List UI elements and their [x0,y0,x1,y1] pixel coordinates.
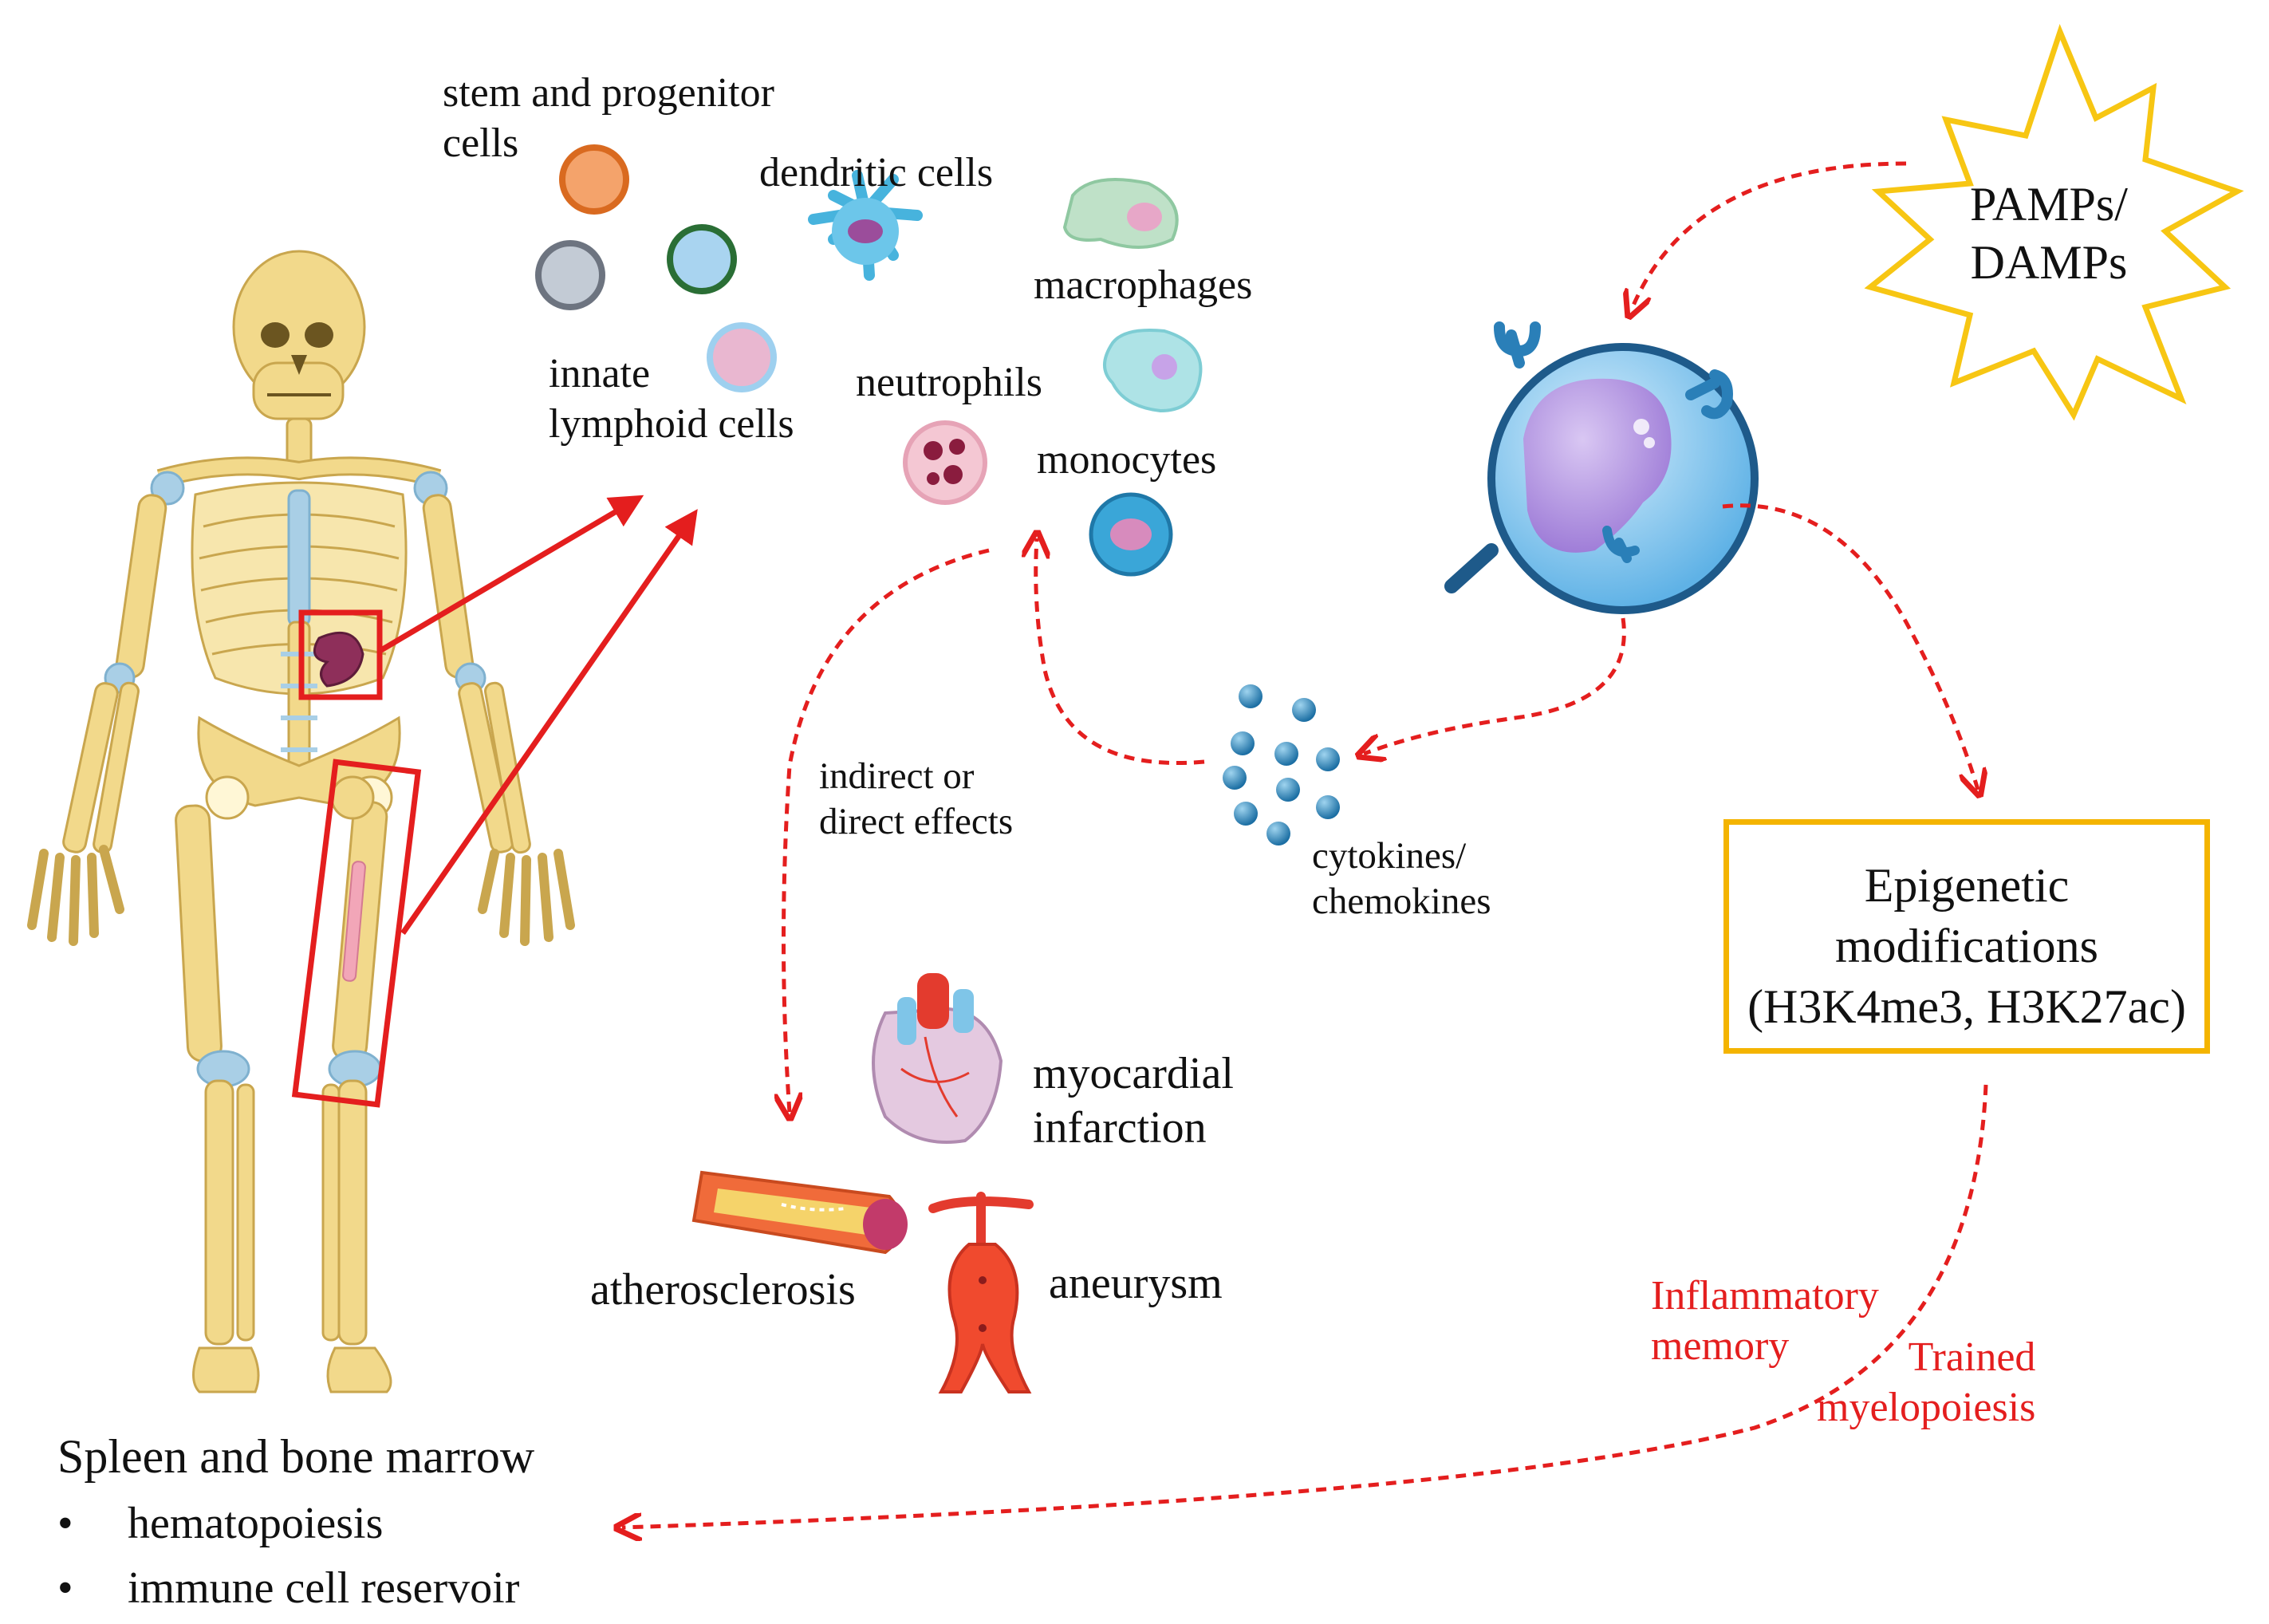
spleen-to-cells-arrow [380,495,644,653]
label-stem-progenitor-cells: stem and progenitor cells [443,70,774,167]
label-macrophages: macrophages [1034,262,1253,308]
label-myocardial-infarction: myocardial infarction [1033,1049,1234,1153]
cell-stem-progenitor-gray [535,240,605,310]
cell-stem-progenitor-orange [559,144,629,215]
cell-innate-lymphoid [707,322,777,392]
label-innate-lymphoid-cells: innate lymphoid cells [549,351,794,447]
label-indirect-direct-effects: indirect or direct effects [819,755,1014,843]
cytokine-beads [1223,684,1340,846]
cell-to-cytokines-arrow [1364,617,1626,754]
label-cytokines-chemokines: cytokines/ chemokines [1312,835,1491,923]
pamps-damps-star [1864,23,2244,421]
list-item: •immune cell reservoir [57,1563,520,1614]
label-dendritic-cells: dendritic cells [759,150,994,195]
spleen-highlight-box [298,609,383,700]
artery-icon [691,1170,908,1255]
epigenetic-line-2: modifications [1835,920,2098,973]
label-pamps-damps: PAMPs/ DAMPs [1970,178,2128,290]
cell-to-epigenetic-arrow [1722,503,1978,790]
cell-macrophage-blue [1103,329,1203,413]
cell-monocyte [1089,492,1173,577]
memory-to-organs-arrow [622,1084,1988,1527]
epigenetic-modifications-box: Epigenetic modifications (H3K4me3, H3K27… [1723,819,2210,1054]
heart-icon [872,973,1003,1144]
organ-function-list: •hematopoiesis •immune cell reservoir [57,1492,519,1621]
bone-marrow-highlight-box [291,759,422,1108]
label-monocytes: monocytes [1037,437,1217,483]
cell-dendritic [808,170,923,281]
label-inflammatory-memory: Inflammatory memory [1651,1273,1879,1370]
cell-stem-progenitor-green [667,224,737,294]
label-atherosclerosis: atherosclerosis [590,1265,856,1315]
label-neutrophils: neutrophils [856,360,1042,405]
star-to-cell-arrow [1631,161,1907,311]
list-item: •hematopoiesis [57,1499,384,1548]
cells-to-disease-arrow [784,548,990,1113]
cell-neutrophil [903,420,987,505]
cell-macrophage-green [1062,178,1179,249]
marrow-to-cells-arrow [400,509,698,935]
aorta-aneurysm-icon [928,1192,1034,1393]
skeleton-illustration [27,250,575,1393]
label-spleen-bone-marrow: Spleen and bone marrow [57,1430,535,1483]
epigenetic-line-3: (H3K4me3, H3K27ac) [1747,980,2186,1034]
cytokines-to-monocytes-arrow [1036,538,1205,766]
label-aneurysm: aneurysm [1049,1259,1223,1308]
epigenetic-line-1: Epigenetic [1864,859,2070,912]
label-trained-myelopoiesis: Trained myelopoiesis [1817,1334,2036,1431]
activated-immune-cell [1444,321,1759,614]
